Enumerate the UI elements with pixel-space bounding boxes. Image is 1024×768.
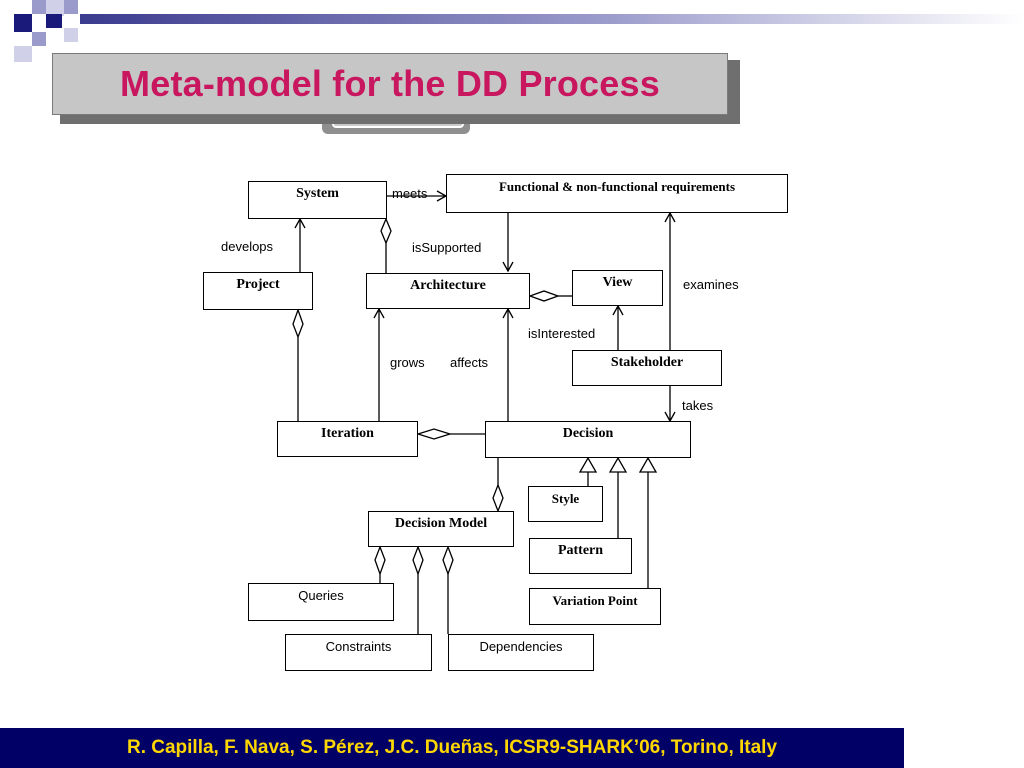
class-iteration-label: Iteration bbox=[321, 426, 374, 441]
decor-square-4 bbox=[64, 0, 78, 14]
assoc-is-interested: isInterested bbox=[528, 326, 596, 341]
decor-square-1 bbox=[14, 14, 32, 32]
class-variation-point: Variation Point bbox=[529, 588, 661, 625]
footer-citation: R. Capilla, F. Nava, S. Pérez, J.C. Dueñ… bbox=[126, 737, 778, 758]
affects-arrowhead bbox=[502, 307, 514, 319]
title-box: Meta-model for the DD Process bbox=[52, 53, 728, 115]
class-decision-model: Decision Model bbox=[368, 511, 514, 547]
class-view-label: View bbox=[602, 275, 633, 290]
class-architecture-label: Architecture bbox=[410, 278, 486, 293]
decision-model-decision-diamond bbox=[492, 483, 504, 513]
footer-bar: R. Capilla, F. Nava, S. Pérez, J.C. Dueñ… bbox=[0, 728, 904, 768]
grows-arrowhead bbox=[373, 307, 385, 319]
is-interested-arrowhead bbox=[612, 304, 624, 316]
decor-square-8 bbox=[14, 46, 32, 62]
assoc-meets: meets bbox=[392, 186, 428, 201]
class-queries-label: Queries bbox=[298, 588, 344, 603]
assoc-affects: affects bbox=[450, 355, 489, 370]
decision-iteration-diamond bbox=[415, 428, 453, 440]
decor-square-6 bbox=[32, 32, 46, 46]
class-system-label: System bbox=[296, 186, 339, 201]
assoc-examines: examines bbox=[683, 277, 739, 292]
class-decision-label: Decision bbox=[562, 426, 614, 441]
constraints-diamond bbox=[412, 545, 424, 576]
class-constraints: Constraints bbox=[285, 634, 432, 671]
view-architecture-diamond bbox=[528, 290, 560, 302]
queries-diamond bbox=[374, 545, 386, 576]
assoc-is-supported: isSupported bbox=[412, 240, 482, 255]
decor-square-5 bbox=[46, 14, 62, 28]
class-variation-point-label: Variation Point bbox=[552, 593, 638, 608]
class-requirements: Functional & non-functional requirements bbox=[446, 174, 788, 213]
assoc-grows: grows bbox=[390, 355, 425, 370]
develops-arrowhead bbox=[294, 217, 306, 229]
class-stakeholder: Stakeholder bbox=[572, 350, 722, 386]
class-queries: Queries bbox=[248, 583, 394, 621]
iteration-project-diamond bbox=[292, 308, 304, 339]
class-style-label: Style bbox=[551, 491, 580, 506]
class-pattern: Pattern bbox=[529, 538, 632, 574]
class-decision-model-label: Decision Model bbox=[394, 516, 488, 531]
class-architecture: Architecture bbox=[366, 273, 530, 309]
class-decision: Decision bbox=[485, 421, 691, 458]
class-stakeholder-label: Stakeholder bbox=[610, 355, 684, 370]
class-view: View bbox=[572, 270, 663, 306]
slide-title: Meta-model for the DD Process bbox=[120, 63, 660, 104]
decor-square-7 bbox=[64, 28, 78, 42]
assoc-takes: takes bbox=[682, 398, 714, 413]
decor-square-2 bbox=[32, 0, 46, 14]
class-iteration: Iteration bbox=[277, 421, 418, 457]
decor-square-3 bbox=[46, 0, 64, 16]
pattern-generalization-triangle bbox=[608, 456, 628, 473]
variation-point-generalization-triangle bbox=[638, 456, 658, 473]
examines-arrowhead bbox=[664, 211, 676, 223]
class-constraints-label: Constraints bbox=[325, 639, 392, 654]
assoc-develops: develops bbox=[221, 239, 274, 254]
is-supported-arrowhead bbox=[502, 261, 514, 273]
class-system: System bbox=[248, 181, 387, 219]
class-project-label: Project bbox=[236, 277, 280, 292]
class-dependencies: Dependencies bbox=[448, 634, 594, 671]
class-style: Style bbox=[528, 486, 603, 522]
dependencies-diamond bbox=[442, 545, 454, 576]
system-architecture-diamond bbox=[380, 217, 392, 245]
top-gradient-bar bbox=[80, 14, 1024, 24]
class-pattern-label: Pattern bbox=[557, 543, 604, 558]
class-project: Project bbox=[203, 272, 313, 310]
class-dependencies-label: Dependencies bbox=[479, 639, 563, 654]
style-generalization-triangle bbox=[578, 456, 598, 473]
class-requirements-label: Functional & non-functional requirements bbox=[498, 179, 736, 194]
